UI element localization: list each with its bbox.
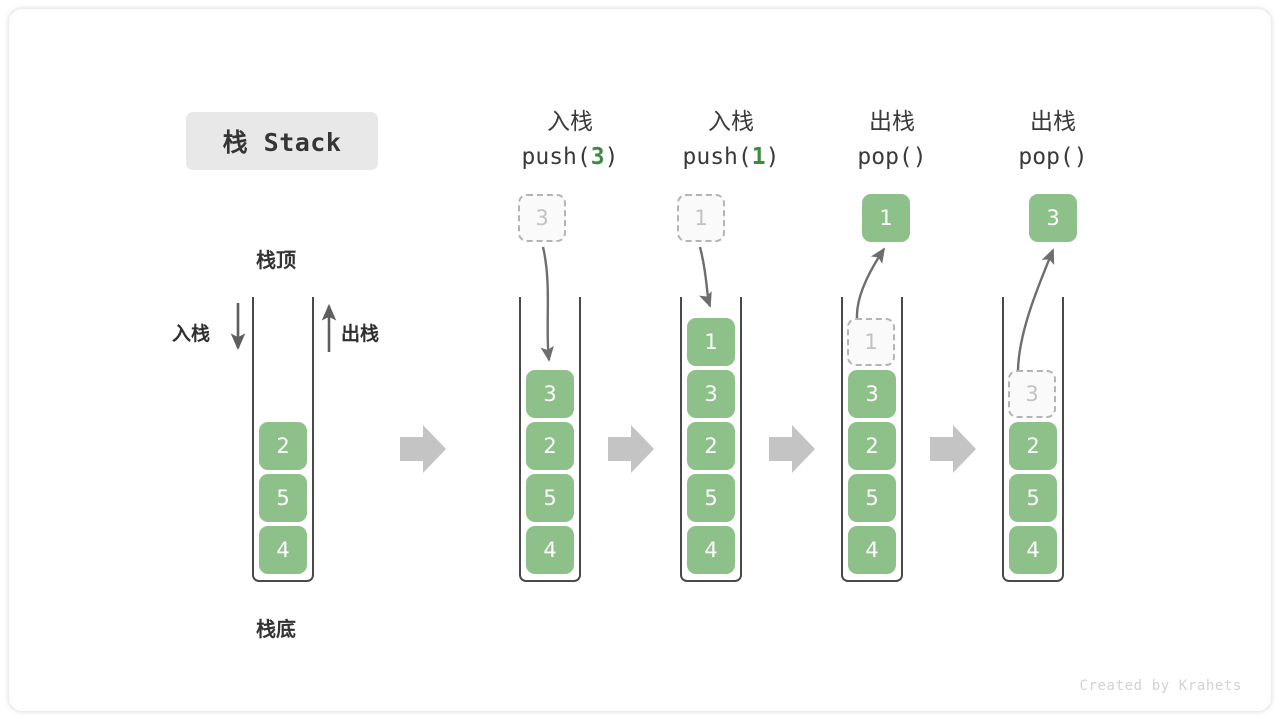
stack-box: 5	[687, 474, 735, 522]
stack-tube-pop-3	[1002, 297, 1064, 582]
code-pre: push(	[521, 144, 591, 170]
column-header-pop-1: 出栈 pop()	[807, 105, 977, 175]
code-pre: push(	[682, 144, 752, 170]
stack-box: 2	[687, 422, 735, 470]
stack-box: 5	[526, 474, 574, 522]
column-header-code: pop()	[857, 144, 927, 170]
column-header-push-3: 入栈 push(3)	[485, 105, 655, 175]
stack-box: 2	[526, 422, 574, 470]
column-header-cn: 入栈	[708, 109, 754, 135]
stack-box: 4	[259, 526, 307, 574]
column-header-pop-3: 出栈 pop()	[968, 105, 1138, 175]
column-header-code: pop()	[1018, 144, 1088, 170]
page-title: 栈 Stack	[186, 112, 378, 170]
push-side-label: 入栈	[172, 323, 211, 345]
stack-tube-push-1	[680, 297, 742, 582]
popped-box-1: 1	[862, 194, 910, 242]
stack-tube-push-3	[519, 297, 581, 582]
stack-box: 1	[687, 318, 735, 366]
stack-box: 4	[687, 526, 735, 574]
stack-tube-pop-1	[841, 297, 903, 582]
stack-box: 4	[1009, 526, 1057, 574]
code-post: )	[765, 144, 780, 170]
incoming-box-push-1: 1	[677, 194, 725, 242]
incoming-box-push-3: 3	[518, 194, 566, 242]
column-header-code: push(1)	[646, 139, 816, 175]
stack-box: 2	[1009, 422, 1057, 470]
column-header-push-1: 入栈 push(1)	[646, 105, 816, 175]
stack-box: 3	[526, 370, 574, 418]
stack-box: 3	[687, 370, 735, 418]
stack-box-ghost: 3	[1008, 370, 1056, 418]
stack-box: 4	[848, 526, 896, 574]
column-header-code: push(3)	[485, 139, 655, 175]
stack-box: 5	[1009, 474, 1057, 522]
popped-box-3: 3	[1029, 194, 1077, 242]
stack-box: 3	[848, 370, 896, 418]
column-header-cn: 出栈	[869, 109, 915, 135]
pop-side-label: 出栈	[341, 323, 380, 345]
stack-box: 2	[848, 422, 896, 470]
stack-tube-initial	[252, 297, 314, 582]
stack-box: 4	[526, 526, 574, 574]
column-header-cn: 出栈	[1030, 109, 1076, 135]
code-arg: 1	[751, 144, 766, 170]
stack-box: 5	[259, 474, 307, 522]
footer-credit: Created by Krahets	[1079, 678, 1242, 694]
code-arg: 3	[590, 144, 605, 170]
code-post: )	[604, 144, 619, 170]
stack-box: 5	[848, 474, 896, 522]
stack-top-label: 栈顶	[256, 248, 296, 272]
stack-box: 2	[259, 422, 307, 470]
stack-bottom-label: 栈底	[256, 617, 296, 641]
column-header-cn: 入栈	[547, 109, 593, 135]
stack-box-ghost: 1	[847, 318, 895, 366]
